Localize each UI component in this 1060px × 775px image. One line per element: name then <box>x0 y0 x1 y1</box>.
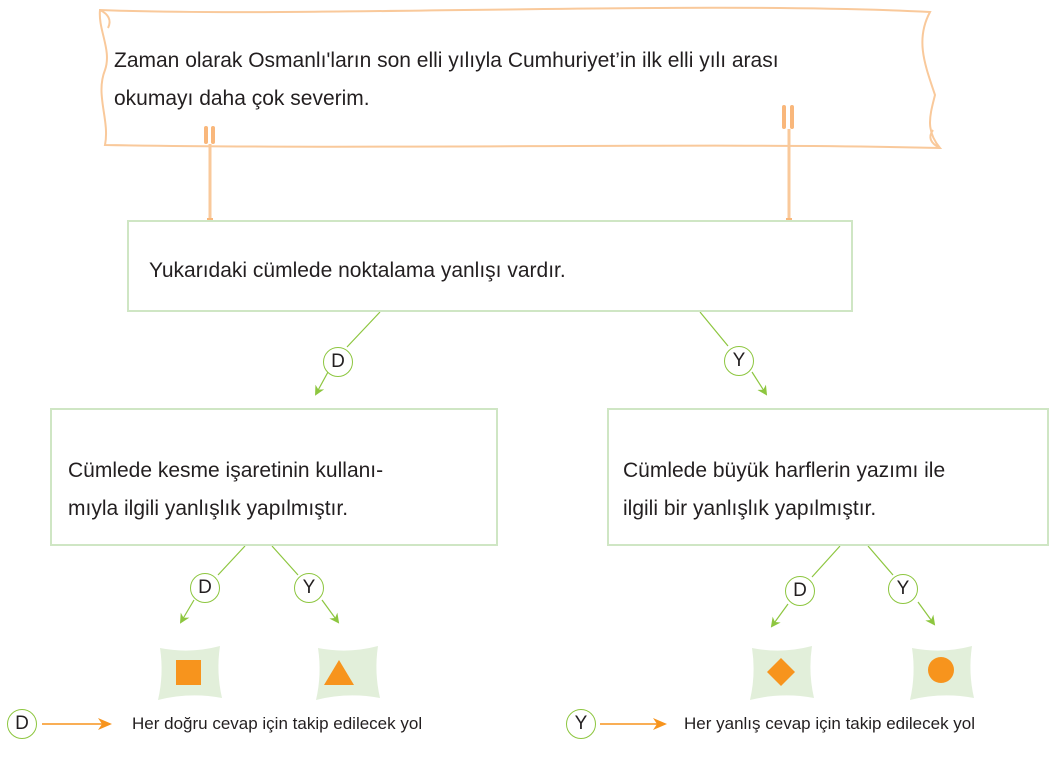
legend-true-text: Her doğru cevap için takip edilecek yol <box>132 714 423 733</box>
outcome-circle <box>910 646 974 700</box>
left-statement-line2: mıyla ilgili yanlışlık yapılmıştır. <box>68 497 349 520</box>
badge-left-false: Y <box>294 573 324 603</box>
legend-false-text: Her yanlış cevap için takip edilecek yol <box>684 714 976 733</box>
legend-false-badge: Y <box>566 709 596 739</box>
legend-true-badge: D <box>7 709 37 739</box>
left-statement-line1: Cümlede kesme işaretinin kullanı- <box>68 459 384 482</box>
badge-root-false: Y <box>724 346 754 376</box>
outcome-triangle <box>316 646 380 700</box>
badge-left-true: D <box>190 573 220 603</box>
root-to-left-line <box>346 311 381 348</box>
root-statement-text: Yukarıdaki cümlede noktalama yanlışı var… <box>149 259 566 282</box>
right-statement-box: Cümlede büyük harflerin yazımı ile ilgil… <box>607 408 1049 546</box>
root-to-right-arrow <box>751 371 768 396</box>
left-hanger <box>204 126 215 224</box>
outcome-square <box>158 646 222 700</box>
badge-right-true: D <box>785 576 815 606</box>
right-statement-line1: Cümlede büyük harflerin yazımı ile <box>623 459 946 482</box>
left-statement-box: Cümlede kesme işaretinin kullanı- mıyla … <box>50 408 498 546</box>
scroll-text-line1: Zaman olarak Osmanlı'ların son elli yılı… <box>114 49 779 72</box>
root-to-left-arrow <box>315 371 329 396</box>
badge-right-false: Y <box>888 574 918 604</box>
scroll-text-line2: okumayı daha çok severim. <box>114 87 370 110</box>
badge-root-true: D <box>323 347 353 377</box>
right-statement-line2: ilgili bir yanlışlık yapılmıştır. <box>623 497 877 520</box>
root-to-right-line <box>699 311 729 347</box>
root-statement-box: Yukarıdaki cümlede noktalama yanlışı var… <box>127 220 853 312</box>
outcome-diamond <box>750 646 814 700</box>
